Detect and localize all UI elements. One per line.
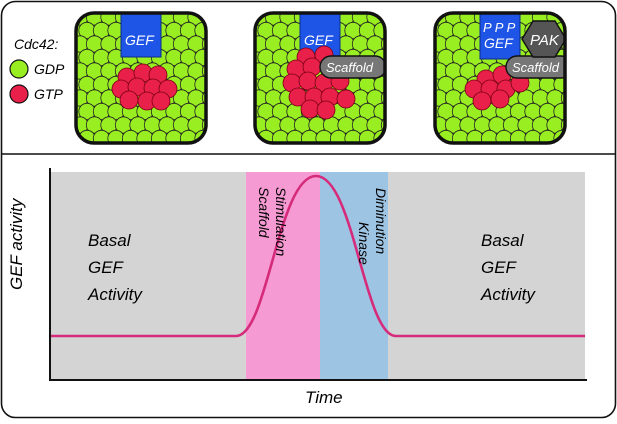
phase-label-line: Scaffold [256,187,272,239]
gdp-molecule [194,75,206,94]
cell-patch-basal: GEF [74,11,208,145]
phase-label-kinase: Kinase Diminution [356,188,389,265]
cell-frame [433,11,567,145]
gdp-molecule [201,35,206,53]
gdp-molecule [201,62,206,80]
phase-label-line: Basal [481,231,525,250]
basal-band-right [388,172,585,380]
phase-label-line: Activity [480,285,536,304]
basal-band-left [50,172,246,380]
gef-block [479,13,521,60]
phospho-label: P P P [483,20,516,35]
x-axis-label: Time [305,388,343,407]
legend-gdp-label: GDP [34,61,65,77]
phase-label-line: Kinase [356,222,372,265]
legend: Cdc42: GDP GTP [9,36,65,104]
gdp-molecule [373,102,385,121]
phase-label-line: GEF [481,258,518,277]
gtp-molecule [300,99,320,119]
gtp-molecule [119,90,139,110]
cell-frame [74,11,208,145]
phase-label-scaffold: Scaffold Stimulation [256,187,289,256]
gtp-molecule [298,71,318,91]
gdp-molecule [560,89,565,107]
phase-label-line: Basal [88,231,132,250]
gdp-molecule [194,48,206,67]
gdp-molecule [380,116,385,134]
gtp-molecule [336,89,356,109]
gtp-molecule [316,100,336,120]
gef-activity-curve [50,174,585,338]
legend-gtp-label: GTP [34,86,63,102]
pak-hexagon [521,20,565,58]
gtp-molecule [472,91,492,111]
gef-label: GEF [125,32,155,48]
legend-gtp-swatch [9,84,29,104]
gef-label: GEF [484,35,514,51]
phase-label-line: Diminution [373,188,389,254]
kinase-band [320,172,388,380]
phase-label-line: GEF [88,258,125,277]
scaffold-label: Scaffold [326,60,374,75]
cell-frame [253,11,387,145]
legend-title: Cdc42: [14,36,58,52]
gdp-molecule [380,35,385,53]
gef-block [120,13,162,58]
gdp-molecule [201,116,206,134]
gdp-molecule [560,116,565,134]
gdp-molecule [380,89,385,107]
gdp-molecule [194,102,206,121]
phase-label-basal-right: Basal GEF Activity [480,231,536,304]
phase-label-line: Activity [87,285,143,304]
gtp-molecule [490,89,510,109]
phase-label-line: Stimulation [273,187,289,256]
y-axis-label: GEF activity [7,197,26,290]
scaffold-label: Scaffold [512,60,560,75]
scaffold-pill [319,55,385,79]
pak-label: PAK [530,32,560,49]
gtp-molecule [151,91,171,111]
cell-patch-scaffold: Scaffold GEF [253,11,387,145]
activity-plot: GEF activity Time Basal GEF Activity Sca… [7,168,587,407]
gdp-molecule [553,102,565,121]
legend-gdp-swatch [9,59,29,79]
phase-label-basal-left: Basal GEF Activity [87,231,143,304]
gdp-molecule [201,89,206,107]
scaffold-band [246,172,320,380]
gef-label: GEF [304,32,334,48]
